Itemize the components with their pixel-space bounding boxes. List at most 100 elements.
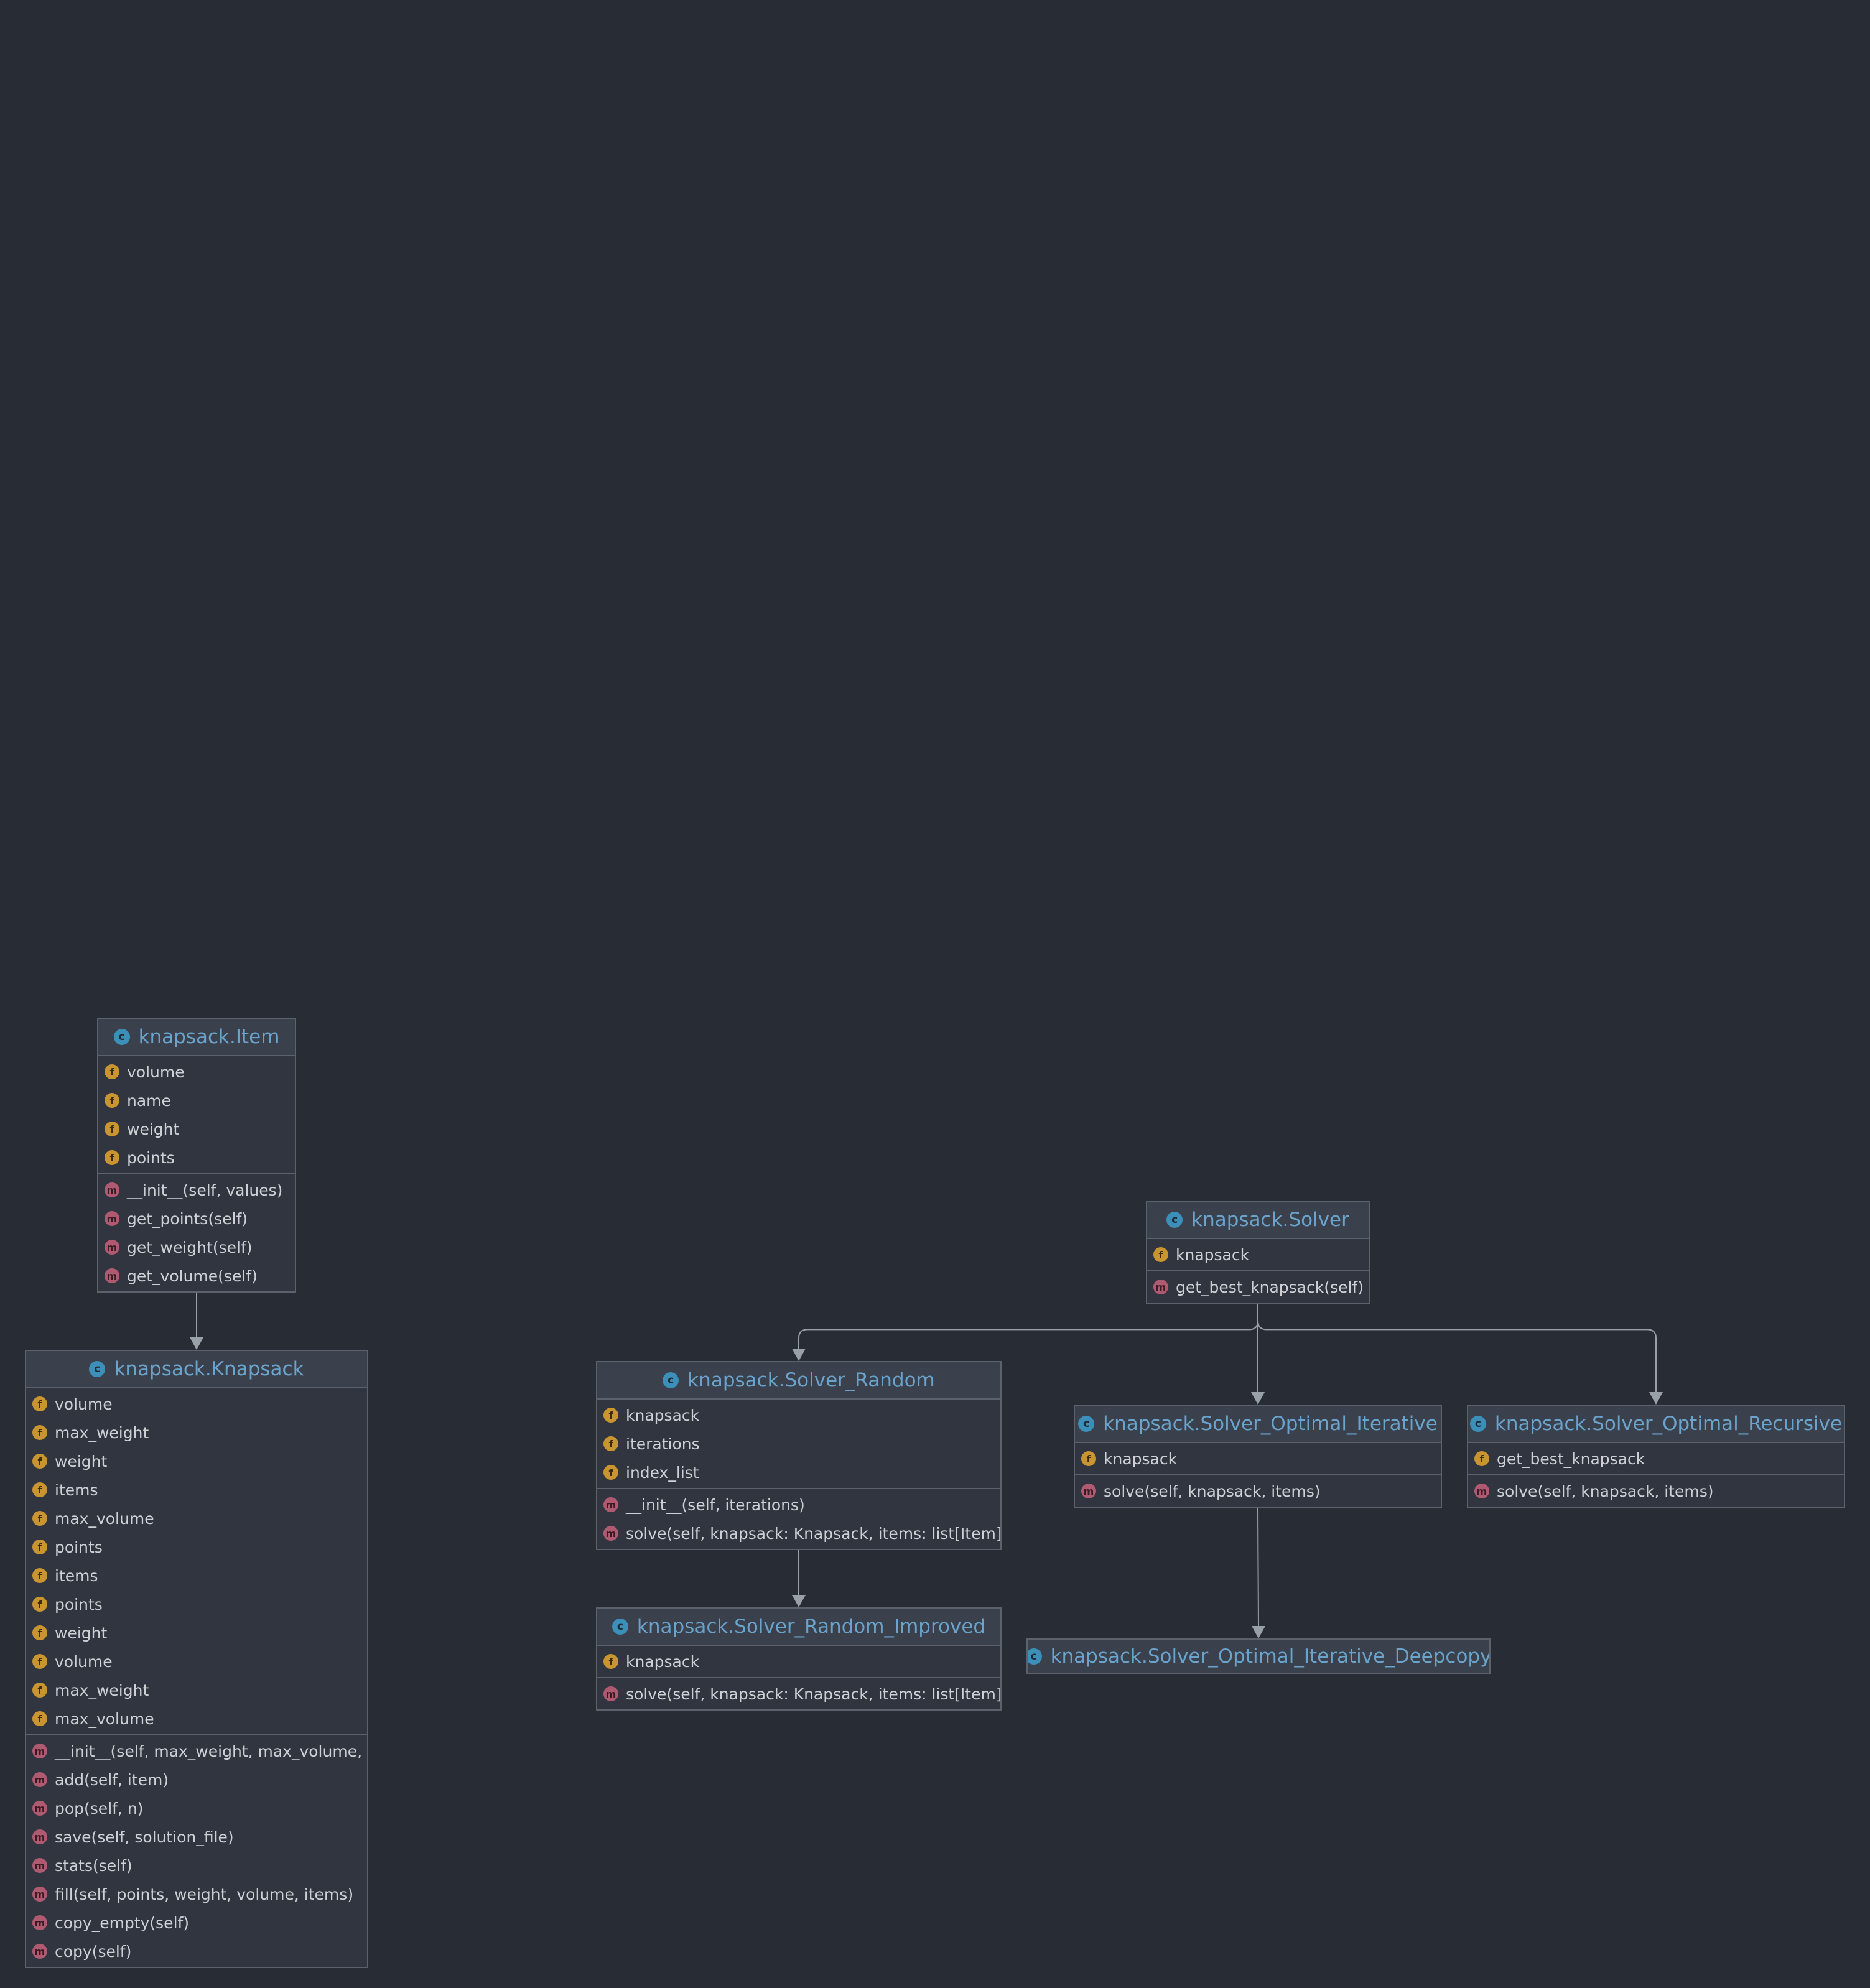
field-icon: f [32,1625,47,1640]
class-header[interactable]: c knapsack.Solver_Optimal_Recursive [1468,1406,1844,1443]
method-row[interactable]: m fill(self, points, weight, volume, item… [26,1880,367,1908]
class-header[interactable]: c knapsack.Item [98,1019,295,1056]
method-label: fill(self, points, weight, volume, items… [55,1885,354,1903]
class-icon: c [113,1029,130,1045]
arrowhead [792,1349,806,1361]
method-label: copy_empty(self) [55,1913,190,1932]
class-title: knapsack.Item [138,1026,280,1048]
method-label: solve(self, knapsack, items) [1104,1482,1321,1500]
field-icon: f [603,1465,618,1480]
method-label: get_volume(self) [127,1266,258,1285]
field-icon: f [32,1482,47,1497]
class-icon: c [1469,1416,1486,1432]
field-icon: f [105,1122,119,1136]
method-row[interactable]: m__init__(self, iterations) [597,1490,1000,1519]
field-label: items [55,1566,98,1585]
method-icon: m [105,1268,119,1283]
field-label: index_list [626,1463,699,1482]
field-icon: f [32,1396,47,1411]
field-row[interactable]: f index_list [597,1458,1000,1487]
method-label: solve(self, knapsack: Knapsack, items: l… [626,1524,1002,1543]
method-label: get_best_knapsack(self) [1176,1278,1364,1296]
field-row[interactable]: f knapsack [1147,1240,1369,1269]
arrowhead [1251,1392,1265,1405]
field-icon: f [603,1654,618,1669]
field-icon: f [1153,1247,1168,1262]
field-icon: f [32,1511,47,1526]
method-icon: m [603,1686,618,1701]
field-label: knapsack [1176,1245,1250,1264]
field-icon: f [32,1425,47,1440]
arrowhead [1649,1392,1663,1405]
method-label: save(self, solution_file) [55,1828,234,1846]
arrowhead [1252,1626,1265,1638]
field-label: weight [127,1120,180,1138]
class-title: knapsack.Solver_Optimal_Recursive [1494,1413,1843,1435]
class-title: knapsack.Solver_Optimal_Iterative [1103,1413,1438,1435]
field-icon: f [105,1093,119,1108]
field-label: volume [55,1652,113,1671]
method-icon: m [1474,1484,1489,1498]
method-row[interactable]: m__init__(self, values) [98,1176,295,1204]
arrowhead [792,1595,806,1607]
class-title: knapsack.Solver_Random_Improved [636,1615,986,1638]
method-row[interactable]: m__init__(self, max_weight, max_volume, … [26,1737,367,1765]
method-row[interactable]: m get_volume(self) [98,1261,295,1290]
class-icon: c [663,1372,679,1388]
method-label: get_points(self) [127,1209,248,1228]
method-icon: m [32,1887,47,1902]
